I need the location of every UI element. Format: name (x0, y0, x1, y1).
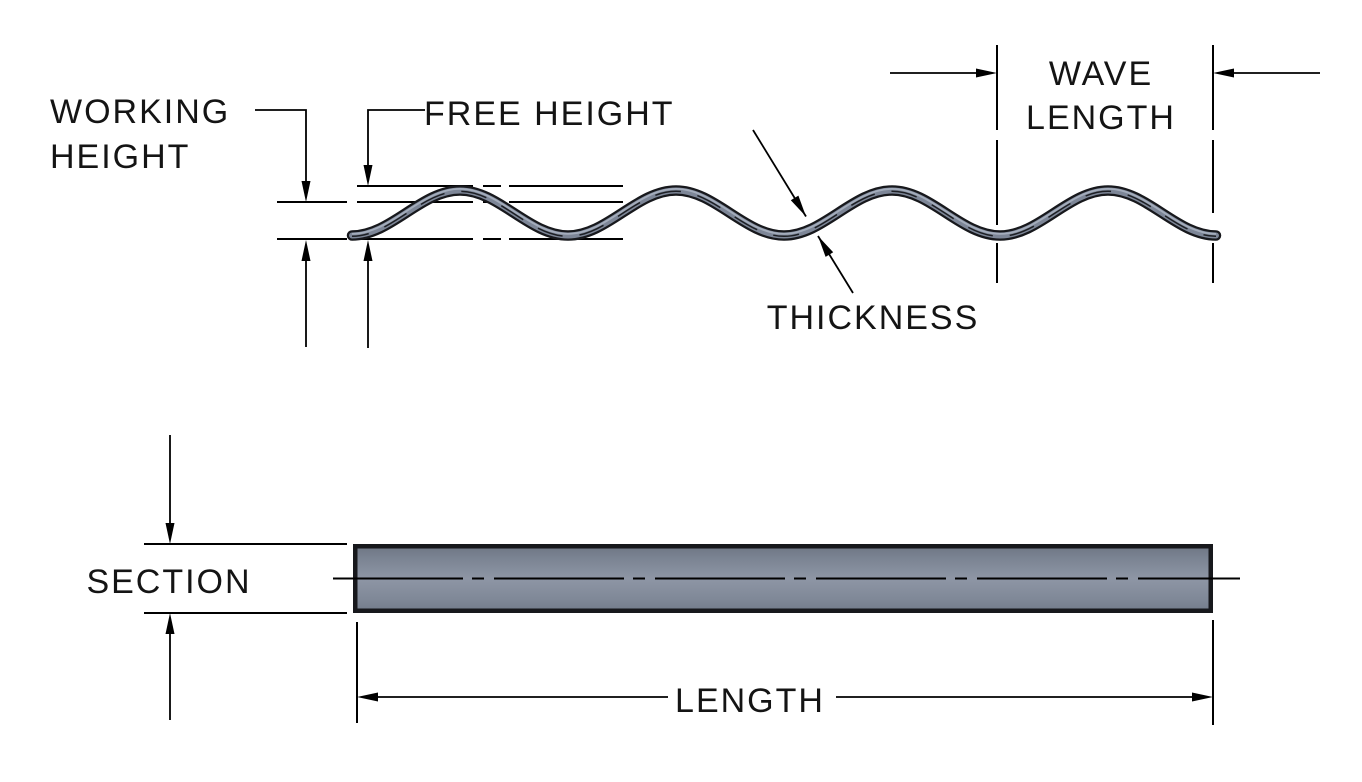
label-wave-length: WAVE LENGTH (951, 52, 1251, 140)
section-ext-lines (144, 543, 347, 614)
thickness-leader (752, 129, 854, 294)
label-section: SECTION (86, 563, 252, 601)
thickness-arrow-lower (818, 236, 834, 257)
section-arrow-down (165, 523, 175, 544)
wave-length-arrow-right-pointing (976, 68, 997, 78)
section-bar (333, 544, 1240, 613)
label-length: LENGTH (675, 682, 825, 720)
wave-length-arrow-left-pointing (1213, 68, 1234, 78)
free-height-leader (367, 109, 425, 180)
wave-length-dimension (890, 45, 1320, 283)
working-height-arrow-down (301, 181, 311, 202)
length-arrow-left-pointing (357, 692, 378, 702)
length-dimension (356, 620, 1214, 725)
working-height-dimension (255, 109, 347, 347)
working-height-leader (255, 109, 307, 196)
label-wave-length-line1: WAVE (1048, 55, 1154, 93)
working-height-ext-lines (277, 201, 347, 240)
wave-body (349, 187, 1219, 239)
label-working-height: WORKING HEIGHT (50, 90, 230, 180)
wave-tangent-dashes (351, 190, 1217, 238)
thickness-arrow-upper (790, 195, 806, 217)
wave-spring-profile (346, 185, 1222, 241)
label-wave-length-line2: LENGTH (1026, 99, 1176, 137)
label-thickness: THICKNESS (766, 299, 980, 337)
section-arrow-up (165, 613, 175, 634)
wave-highlight (351, 187, 1217, 235)
free-height-arrow-down (363, 165, 373, 186)
free-height-dimension (363, 109, 425, 348)
free-height-arrow-up (363, 240, 373, 261)
working-height-arrow-up (301, 240, 311, 261)
section-dimension (144, 435, 347, 720)
label-working-height-line1: WORKING (50, 93, 231, 131)
label-working-height-line2: HEIGHT (50, 138, 191, 176)
length-arrow-right-pointing (1192, 692, 1213, 702)
label-free-height: FREE HEIGHT (424, 95, 675, 133)
